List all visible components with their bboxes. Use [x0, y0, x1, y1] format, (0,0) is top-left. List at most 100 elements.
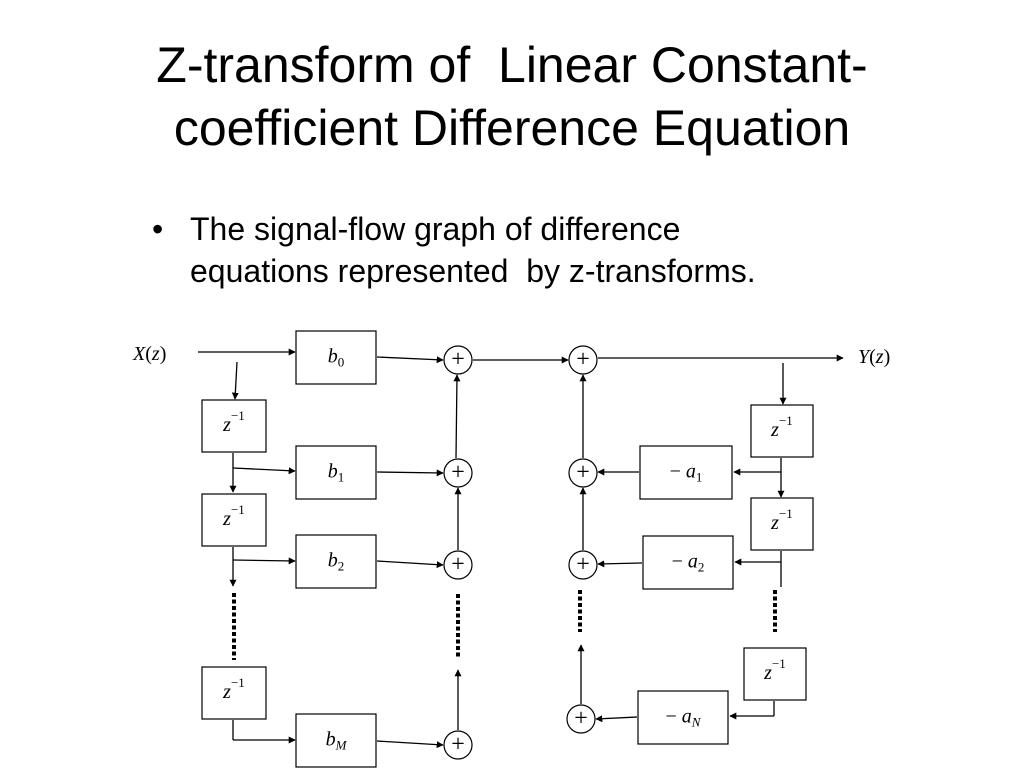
bullet-marker: •: [152, 211, 164, 247]
input-to-delay-1-edge: [231, 361, 239, 400]
left-delay-1-label-base: z: [222, 414, 231, 436]
left-delay-1-label-superscript: −1: [231, 408, 245, 423]
b1-to-adder-edge: [376, 469, 444, 477]
aN-to-adder-edge: [595, 715, 638, 723]
feedforward-gain-3-label-subscript: M: [335, 737, 348, 752]
feedforward-gain-0-label-subscript: 0: [338, 354, 345, 369]
right-adder-1-circle: [568, 458, 598, 488]
left-delay-2-label: z−1: [222, 502, 245, 530]
feedback-gain-3-label-sign: −: [666, 705, 682, 727]
left-delay-1-box: [201, 399, 267, 453]
right-adder-1-symbol: +: [576, 460, 590, 486]
b0-to-adder-edge: [376, 356, 444, 364]
left-delay-3-label-base: z: [222, 681, 231, 703]
input-label-close-paren: ): [160, 343, 167, 365]
input-label-open-paren: (: [145, 343, 152, 365]
right-delay-1-label: z−1: [770, 413, 793, 441]
feedback-gain-2-label-base: a: [688, 550, 698, 572]
output-label-close-paren: ): [884, 346, 891, 368]
output-label-arg: z: [875, 346, 884, 368]
feedback-gain-3-label-base: a: [682, 705, 692, 727]
feedforward-gain-1-box: [295, 445, 377, 500]
bullet-text-line-1: The signal-flow graph of difference: [190, 211, 681, 247]
feedforward-gain-2-label-subscript: 2: [338, 558, 345, 573]
b1-tap-edge: [232, 467, 296, 475]
feedback-gain-3-label: − aN: [666, 705, 702, 729]
feedback-gain-2-label: − a2: [672, 550, 705, 574]
left-adder-3-circle: [443, 730, 473, 760]
signal-flow-edges: [198, 348, 844, 749]
feedback-gain-2-box: [642, 535, 734, 590]
feedback-gain-2-label-sign: −: [672, 550, 688, 572]
right-adder-2-circle: [568, 550, 598, 580]
bullet-text: The signal-flow graph of difference equa…: [190, 208, 756, 292]
feedforward-gain-3-label: bM: [326, 728, 348, 752]
left-delay-1-label: z−1: [222, 408, 245, 436]
feedback-gain-3-label-subscript: N: [691, 714, 702, 729]
feedforward-gain-0-label-base: b: [328, 345, 338, 367]
right-delay-3-label-base: z: [763, 662, 772, 684]
bM-to-adder-edge: [376, 740, 444, 749]
feedback-gain-3-box: [637, 690, 729, 745]
b2-to-adder-edge: [376, 560, 444, 569]
left-delay-2-label-superscript: −1: [231, 502, 245, 517]
left-delay-2-label-base: z: [222, 508, 231, 530]
feedforward-gain-0-box: [295, 330, 377, 385]
feedback-gain-1-label: − a1: [670, 460, 703, 484]
right-delay-1-label-superscript: −1: [779, 413, 793, 428]
right-delay-3-label-superscript: −1: [772, 656, 786, 671]
left-delay-3-label-superscript: −1: [231, 675, 245, 690]
right-adder-2-symbol: +: [576, 552, 590, 578]
right-adder-3-symbol: +: [574, 706, 588, 732]
left-adder-2-symbol: +: [451, 552, 465, 578]
right-delay-2-label: z−1: [770, 506, 793, 534]
right-delay-2-label-base: z: [770, 512, 779, 534]
input-label-base: X: [132, 343, 146, 365]
bullet-text-line-2: equations represented by z-transforms.: [190, 253, 756, 289]
feedforward-gain-1-label-base: b: [328, 460, 338, 482]
b2-tap-edge: [232, 557, 296, 565]
feedback-gain-1-label-base: a: [686, 460, 696, 482]
right-adder-3-circle: [566, 704, 596, 734]
input-label: X(z): [132, 343, 166, 365]
left-adder-2-circle: [443, 550, 473, 580]
feedforward-gain-0-label: b0: [328, 345, 345, 369]
right-delay-2-label-superscript: −1: [779, 506, 793, 521]
feedforward-gain-2-label: b2: [328, 549, 345, 573]
right-adder-0-circle: [568, 345, 598, 375]
output-label-open-paren: (: [869, 346, 876, 368]
slide-title-line-2: coefficient Difference Equation: [173, 100, 851, 156]
output-label: Y(z): [858, 346, 890, 368]
slide-title: Z-transform of Linear Constant- coeffici…: [0, 34, 1024, 160]
feedback-gain-1-box: [639, 445, 733, 500]
input-label-arg: z: [151, 343, 160, 365]
left-delay-3-label: z−1: [222, 675, 245, 703]
right-delay-3-box: [743, 647, 807, 701]
left-adder-0-symbol: +: [451, 347, 465, 373]
right-adder-0-symbol: +: [576, 347, 590, 373]
a2-to-adder-edge: [597, 560, 643, 568]
adder-l1-up-edge: [453, 374, 461, 459]
left-adder-1-circle: [443, 458, 473, 488]
left-adder-1-symbol: +: [451, 460, 465, 486]
feedforward-gain-2-box: [295, 534, 377, 589]
feedback-gain-1-label-sign: −: [670, 460, 686, 482]
right-delay-2-box: [750, 497, 814, 551]
feedforward-gain-2-label-base: b: [328, 549, 338, 571]
feedforward-gain-3-box: [295, 713, 377, 768]
feedforward-gain-1-label: b1: [328, 460, 345, 484]
feedforward-gain-3-label-base: b: [326, 728, 336, 750]
left-adder-3-symbol: +: [451, 732, 465, 758]
left-delay-3-box: [201, 666, 267, 720]
slide-title-line-1: Z-transform of Linear Constant-: [156, 37, 868, 93]
right-delay-1-box: [750, 404, 814, 458]
output-label-base: Y: [858, 346, 871, 368]
feedback-gain-2-label-subscript: 2: [698, 559, 705, 574]
feedback-gain-1-label-subscript: 1: [696, 469, 703, 484]
left-delay-2-box: [201, 493, 267, 547]
left-adder-0-circle: [443, 345, 473, 375]
right-delay-3-label: z−1: [763, 656, 786, 684]
feedforward-gain-1-label-subscript: 1: [338, 469, 345, 484]
